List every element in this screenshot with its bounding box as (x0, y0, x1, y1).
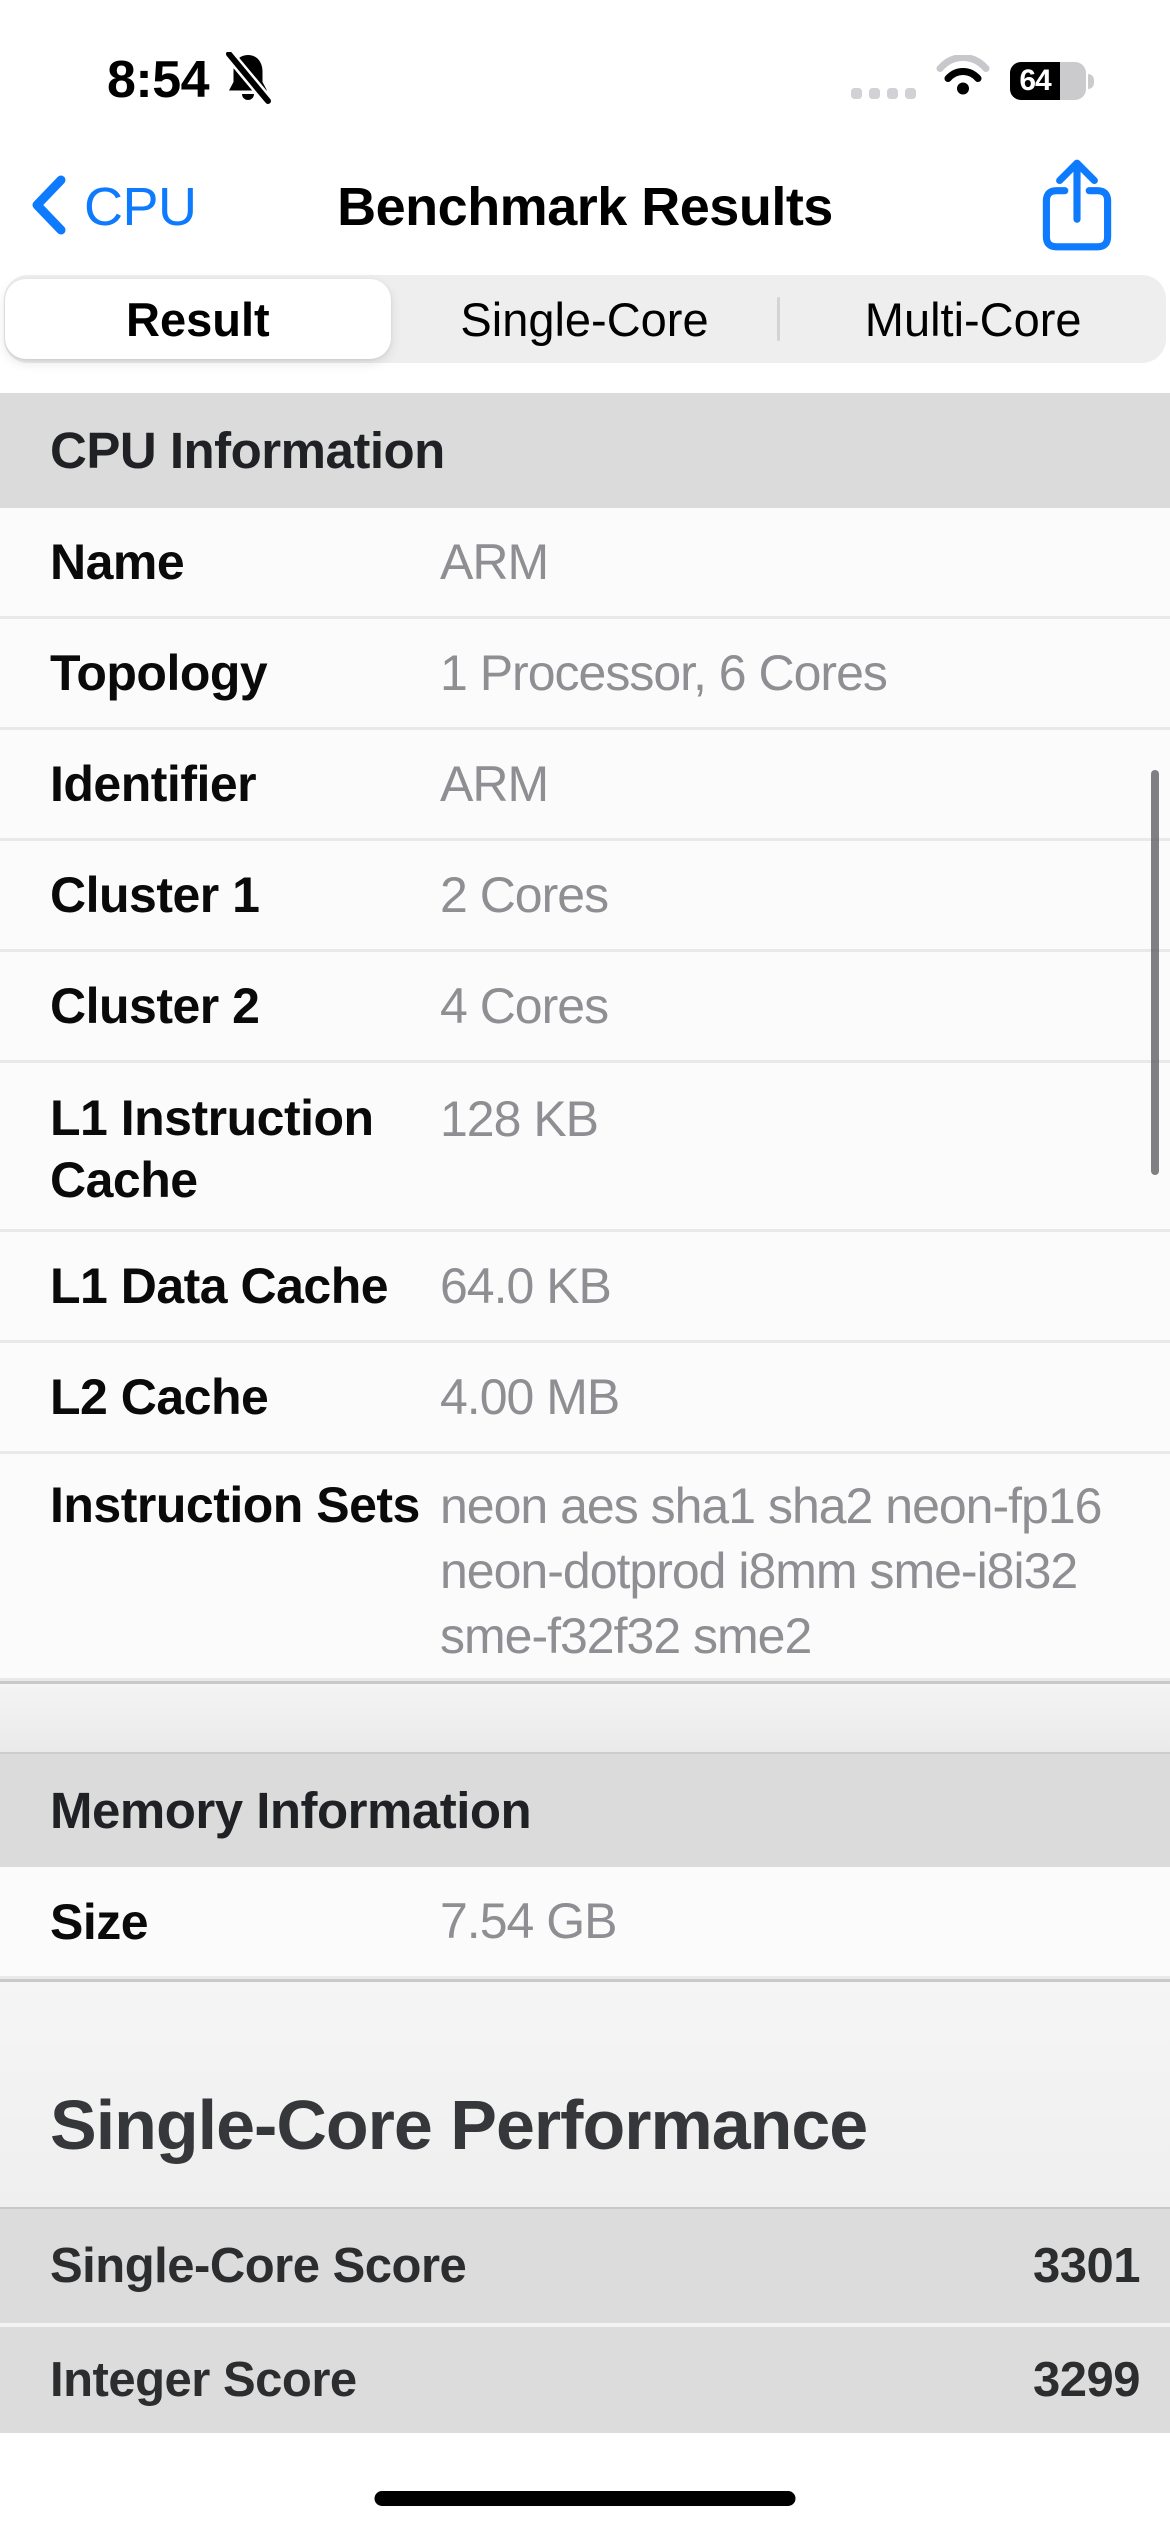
performance-heading-block: Single-Core Performance (0, 1979, 1170, 2207)
table-row-cluster-1: Cluster 1 2 Cores (0, 841, 1170, 952)
bottom-area (0, 2433, 1170, 2532)
score-value: 3299 (1032, 2353, 1141, 2407)
wifi-icon (936, 53, 990, 100)
segmented-control-wrap: Result Single-Core Multi-Core (0, 260, 1170, 363)
row-value: neon aes sha1 sha2 neon-fp16 neon-dotpro… (440, 1478, 1102, 1664)
scrollbar-thumb[interactable] (1151, 770, 1159, 1175)
table-row-size: Size 7.54 GB (0, 1867, 1170, 1979)
table-row-l1-instruction-cache: L1 Instruction Cache 128 KB (0, 1063, 1170, 1232)
row-label: L2 Cache (50, 1369, 269, 1425)
table-row-instruction-sets: Instruction Sets neon aes sha1 sha2 neon… (0, 1454, 1170, 1681)
home-indicator[interactable] (374, 2491, 796, 2506)
tab-multi-core[interactable]: Multi-Core (864, 292, 1082, 346)
table-row-cluster-2: Cluster 2 4 Cores (0, 952, 1170, 1063)
row-value: 4 Cores (440, 977, 609, 1034)
row-value: 2 Cores (440, 866, 609, 923)
status-left: 8:54 (107, 47, 275, 110)
row-label: L1 Instruction Cache (50, 1090, 374, 1208)
nav-bar: CPU Benchmark Results (0, 154, 1170, 260)
row-value: ARM (440, 533, 549, 590)
row-label: Identifier (50, 756, 257, 812)
score-value: 3301 (1032, 2239, 1141, 2293)
bell-slash-icon (222, 47, 275, 109)
table-row-topology: Topology 1 Processor, 6 Cores (0, 619, 1170, 730)
segment-divider (777, 297, 781, 341)
status-right: 64 (851, 53, 1094, 100)
score-label: Single-Core Score (50, 2239, 467, 2293)
battery-percent: 64 (1010, 62, 1060, 100)
tab-result[interactable]: Result (5, 279, 391, 359)
row-value: 128 KB (440, 1091, 599, 1147)
spacer (0, 363, 1170, 393)
table-row-identifier: Identifier ARM (0, 730, 1170, 841)
row-value: 64.0 KB (440, 1257, 612, 1314)
share-icon (1036, 159, 1118, 260)
section-header-memory-information: Memory Information (0, 1754, 1170, 1867)
back-button[interactable]: CPU (0, 175, 197, 240)
row-value: 4.00 MB (440, 1368, 620, 1425)
section-header-cpu-information: CPU Information (0, 393, 1170, 508)
table-row-l2-cache: L2 Cache 4.00 MB (0, 1343, 1170, 1454)
row-value: 1 Processor, 6 Cores (440, 644, 888, 701)
row-label: Instruction Sets (50, 1477, 420, 1533)
score-row-divider (0, 2323, 1170, 2327)
row-value: 7.54 GB (440, 1893, 617, 1949)
cellular-dots-icon (851, 88, 916, 100)
segmented-control: Result Single-Core Multi-Core (4, 275, 1166, 363)
row-label: Topology (50, 645, 268, 701)
section-gap (0, 1681, 1170, 1754)
score-row-single-core: Single-Core Score 3301 (0, 2207, 1170, 2323)
share-button[interactable] (1036, 156, 1118, 261)
row-value: ARM (440, 755, 549, 812)
status-bar: 8:54 (0, 0, 1170, 154)
tab-single-core[interactable]: Single-Core (460, 292, 709, 346)
chevron-left-icon (30, 175, 66, 240)
battery-icon: 64 (1010, 62, 1094, 100)
performance-heading: Single-Core Performance (50, 2086, 868, 2164)
row-label: Size (50, 1893, 149, 1950)
score-row-integer: Integer Score 3299 (0, 2327, 1170, 2433)
row-label: Cluster 2 (50, 978, 260, 1034)
table-row-l1-data-cache: L1 Data Cache 64.0 KB (0, 1232, 1170, 1343)
row-label: Cluster 1 (50, 867, 260, 923)
row-label: L1 Data Cache (50, 1258, 389, 1314)
table-row-name: Name ARM (0, 508, 1170, 619)
row-label: Name (50, 534, 185, 590)
back-button-label: CPU (84, 177, 197, 237)
status-time: 8:54 (107, 51, 210, 109)
score-label: Integer Score (50, 2353, 357, 2407)
